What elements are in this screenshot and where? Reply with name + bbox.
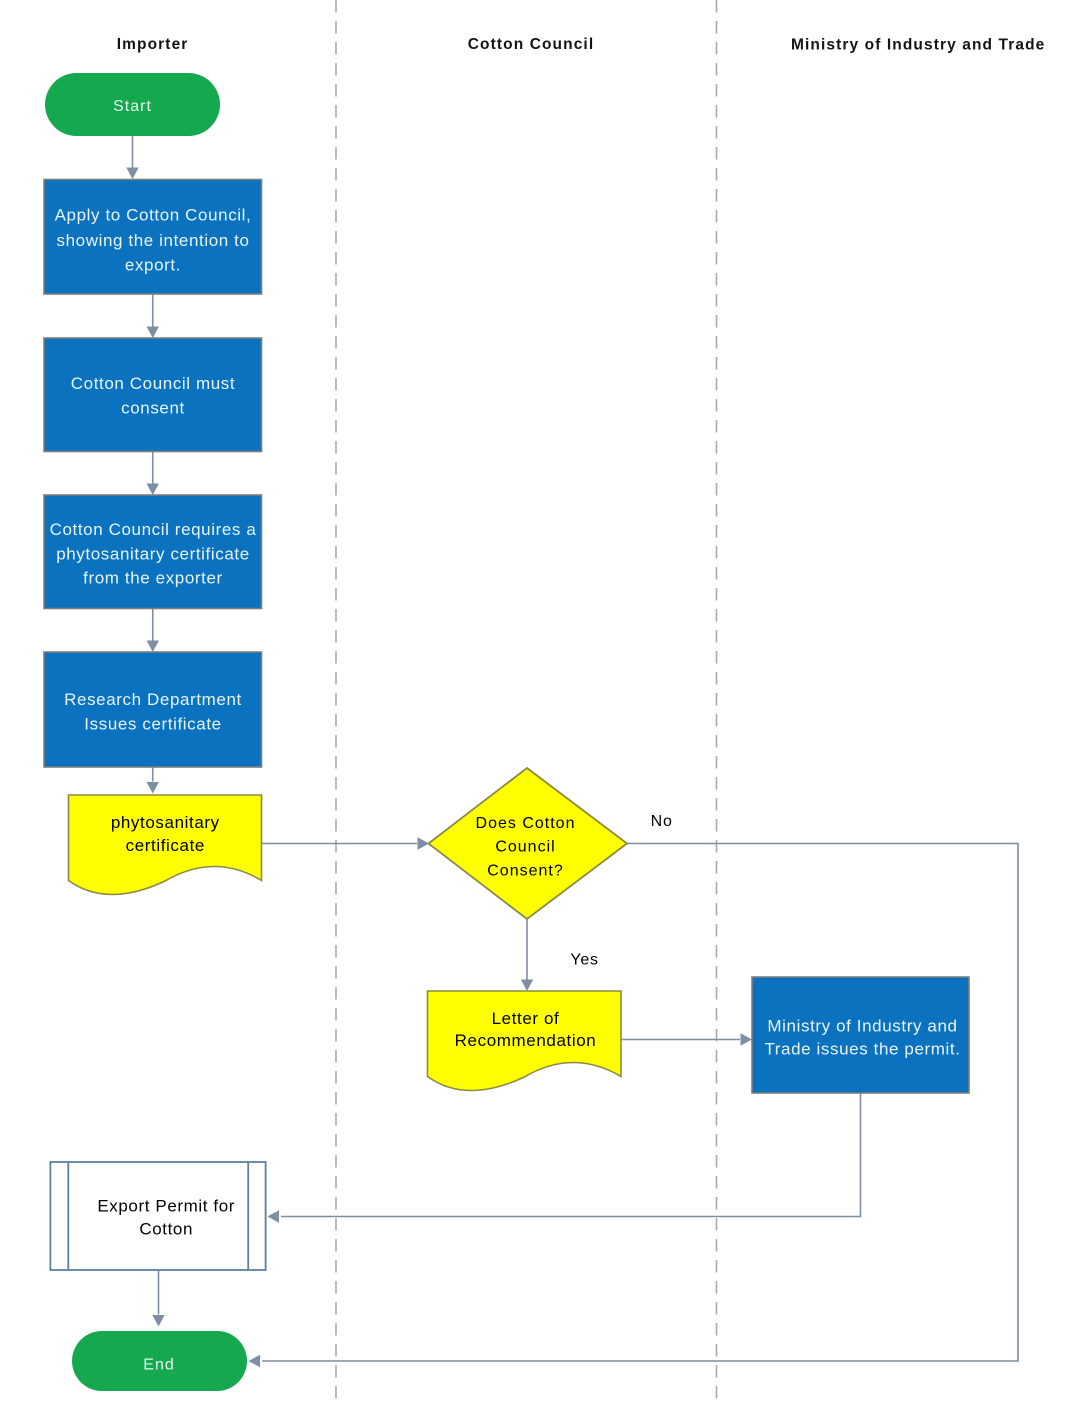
svg-text:Cotton: Cotton (139, 1220, 193, 1239)
svg-text:Does Cotton: Does Cotton (476, 815, 576, 832)
svg-text:phytosanitary certificate: phytosanitary certificate (56, 545, 250, 564)
svg-text:Letter of: Letter of (492, 1009, 560, 1028)
svg-text:Export Permit for: Export Permit for (97, 1197, 235, 1216)
svg-text:Cotton Council requires a: Cotton Council requires a (50, 520, 257, 539)
svg-text:Apply to Cotton Council,: Apply to Cotton Council, (55, 206, 252, 225)
svg-text:Trade issues the permit.: Trade issues the permit. (764, 1040, 960, 1059)
svg-text:Ministry of Industry and Trade: Ministry of Industry and Trade (791, 37, 1045, 54)
svg-text:Importer: Importer (117, 36, 189, 53)
svg-text:Yes: Yes (570, 952, 599, 969)
svg-text:Consent?: Consent? (487, 862, 564, 879)
svg-text:Cotton Council must: Cotton Council must (71, 374, 235, 393)
svg-text:Council: Council (495, 839, 555, 856)
svg-text:End: End (143, 1356, 174, 1373)
svg-text:from the exporter: from the exporter (83, 569, 223, 588)
svg-text:Recommendation: Recommendation (455, 1031, 597, 1050)
svg-text:No: No (651, 813, 673, 830)
svg-text:showing the intention to: showing the intention to (56, 231, 249, 250)
svg-text:Start: Start (113, 98, 152, 115)
svg-text:Cotton Council: Cotton Council (468, 36, 594, 53)
svg-text:export.: export. (125, 256, 181, 275)
svg-text:Issues certificate: Issues certificate (84, 714, 221, 733)
svg-text:Ministry of Industry and: Ministry of Industry and (767, 1017, 957, 1036)
svg-text:phytosanitary: phytosanitary (111, 813, 220, 832)
svg-text:consent: consent (121, 398, 185, 417)
svg-text:Research Department: Research Department (64, 690, 242, 709)
svg-text:certificate: certificate (126, 836, 205, 855)
